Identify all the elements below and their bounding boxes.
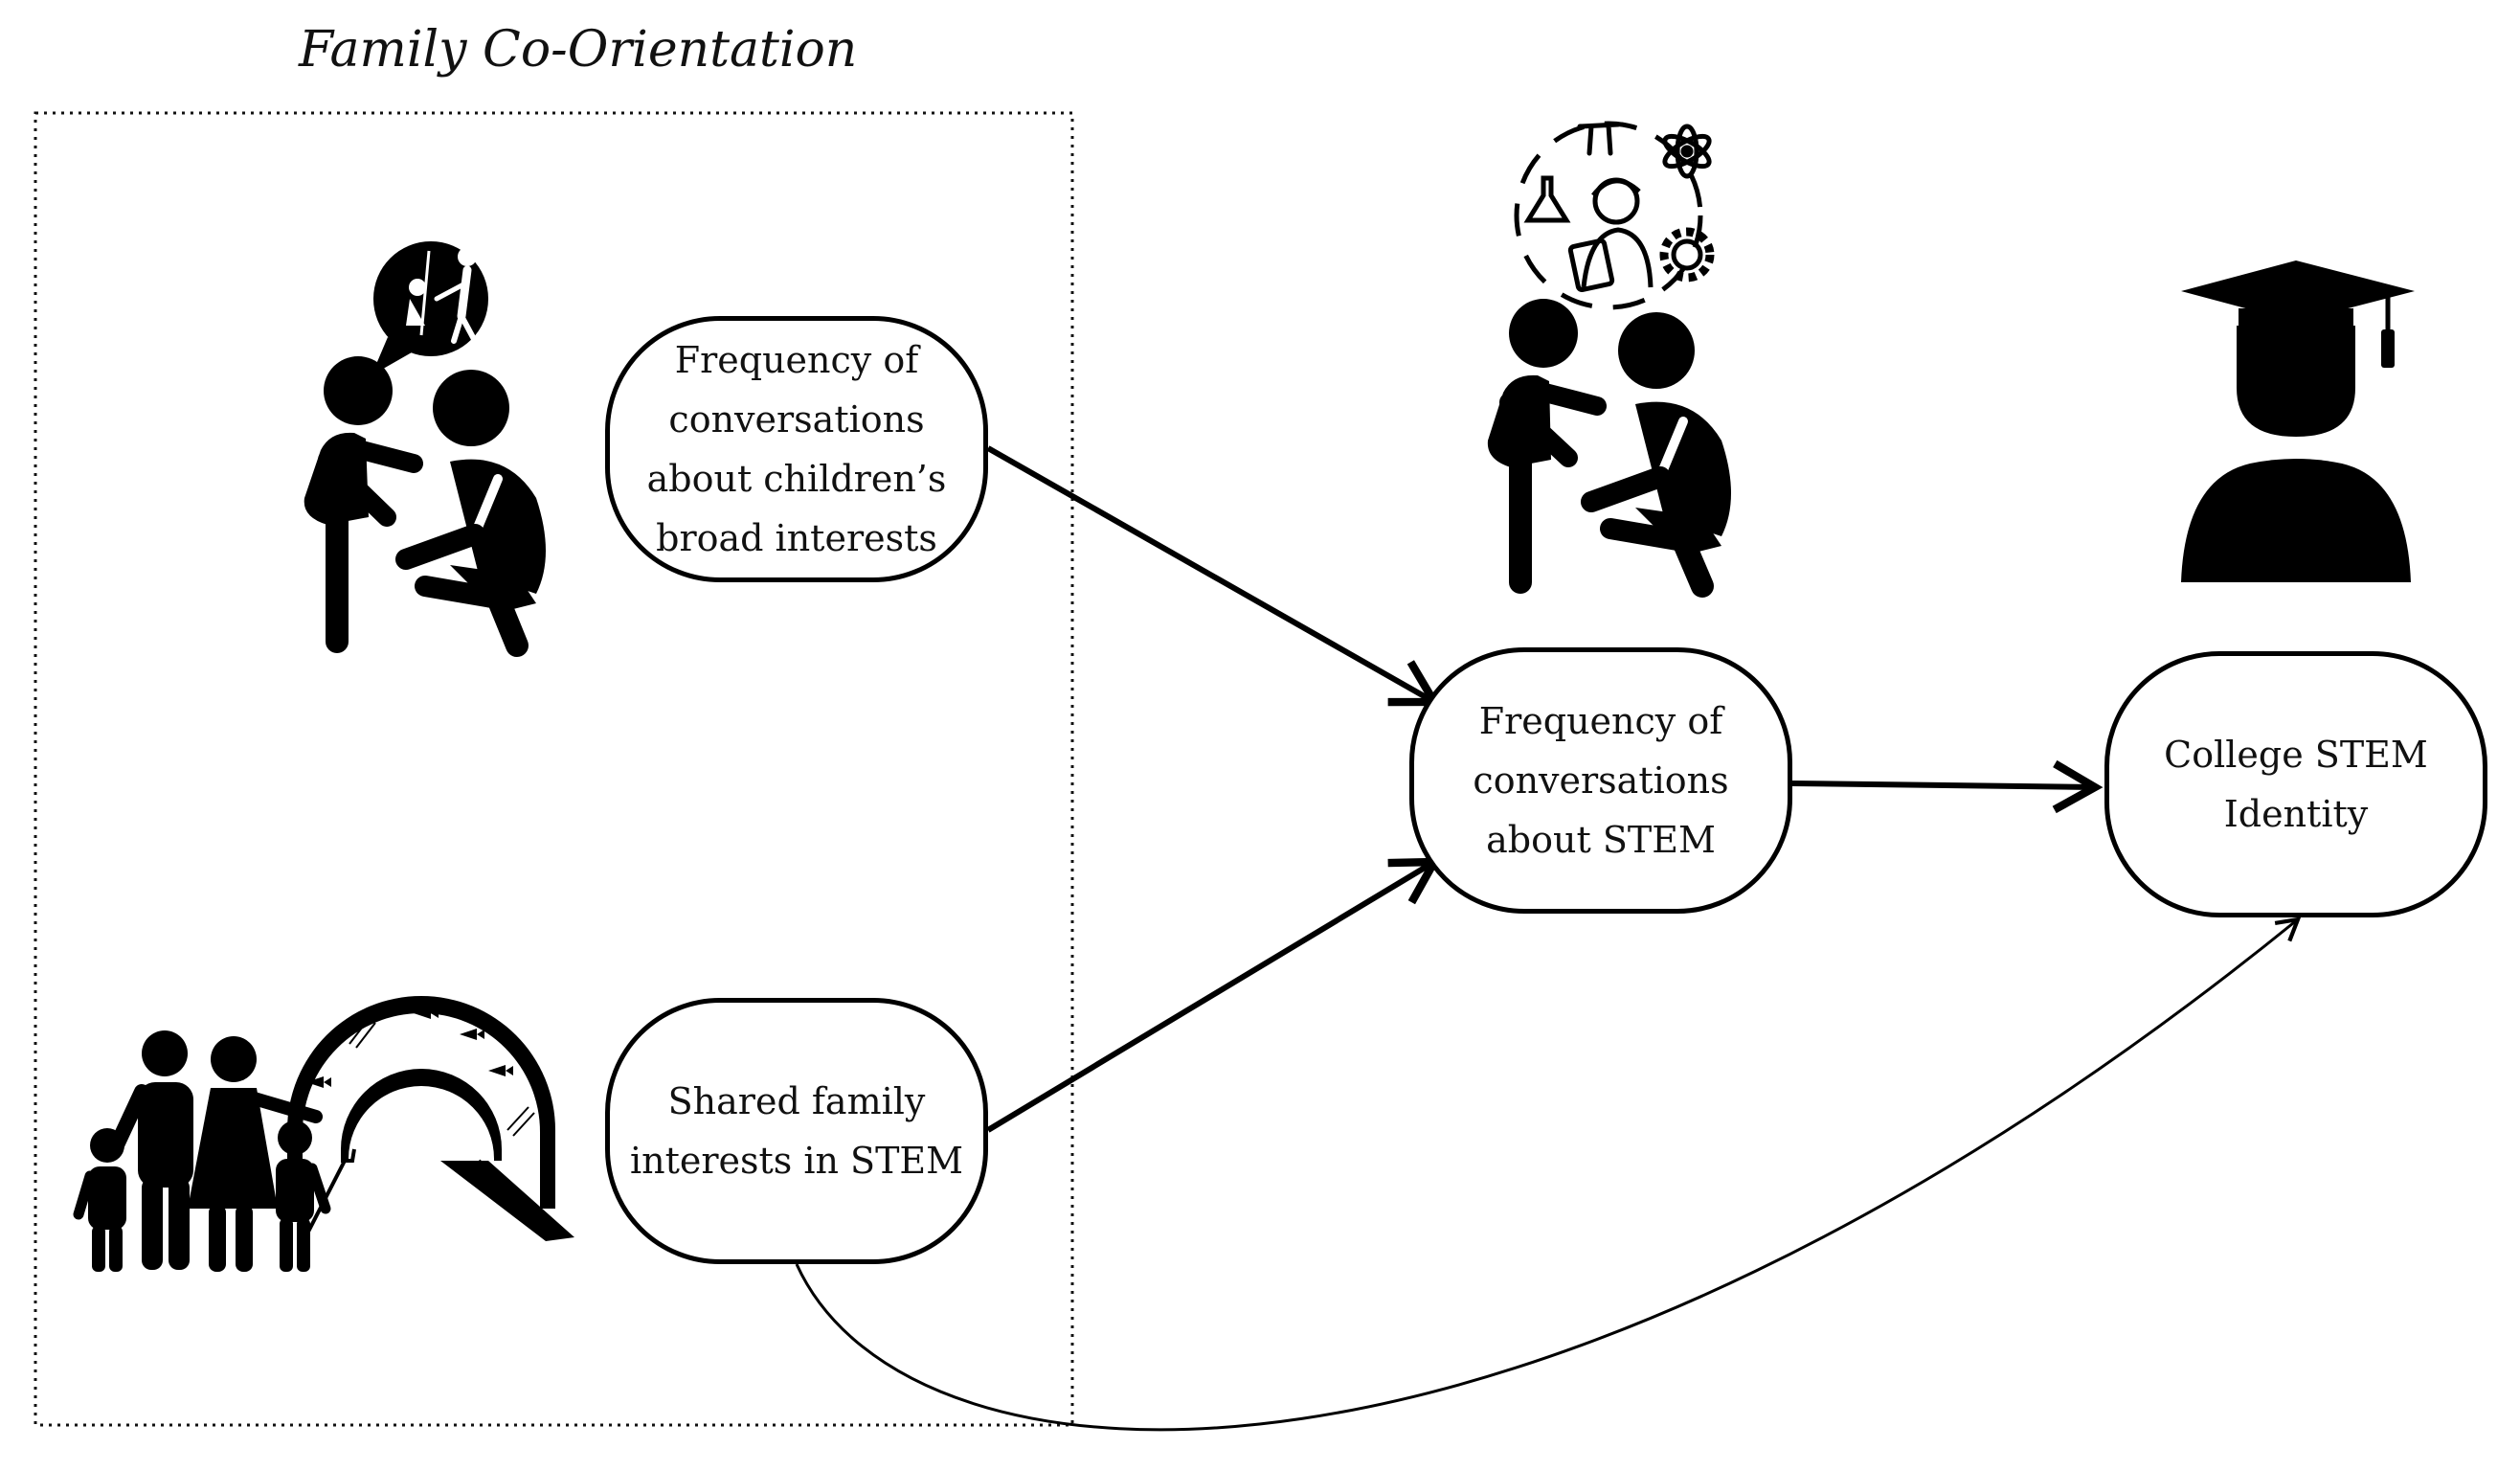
graduate-icon: [2181, 260, 2415, 582]
edge-shared-to-identity: [795, 917, 2302, 1432]
edge-shared-to-stem-conversations: [986, 857, 1442, 1133]
node-label-line: Frequency of: [1478, 700, 1723, 742]
stem-topics-icon: [1514, 121, 1715, 310]
node-label-line: College STEM: [2164, 734, 2428, 776]
node-college-stem-identity: College STEM Identity: [2104, 651, 2487, 917]
family-co-orientation-title: Family Co-Orientation: [299, 21, 858, 79]
node-label-line: Shared family: [667, 1080, 926, 1122]
node-label-line: Frequency of: [674, 339, 919, 381]
edge-broad-to-stem-conversations: [986, 445, 1442, 707]
family-co-orientation-box: [34, 111, 1074, 1427]
node-label-line: Identity: [2223, 793, 2369, 835]
node-label-line: about children’s: [646, 458, 947, 500]
parent-child-stem-talk-icon: [1487, 299, 1731, 598]
node-label-line: interests in STEM: [629, 1140, 964, 1182]
node-label-line: conversations: [668, 398, 925, 441]
node-label-line: broad interests: [656, 517, 937, 559]
node-stem-conversations: Frequency of conversations about STEM: [1409, 647, 1792, 914]
edge-stem-conversations-to-identity: [1791, 759, 2104, 814]
node-label-line: conversations: [1473, 759, 1729, 802]
node-label-line: about STEM: [1486, 819, 1716, 861]
node-shared-family-interests: Shared family interests in STEM: [605, 998, 988, 1264]
family-aquarium-icon: [73, 996, 574, 1272]
parent-child-talk-icon: [304, 241, 546, 657]
node-broad-interests-conversations: Frequency of conversations about childre…: [605, 316, 988, 582]
